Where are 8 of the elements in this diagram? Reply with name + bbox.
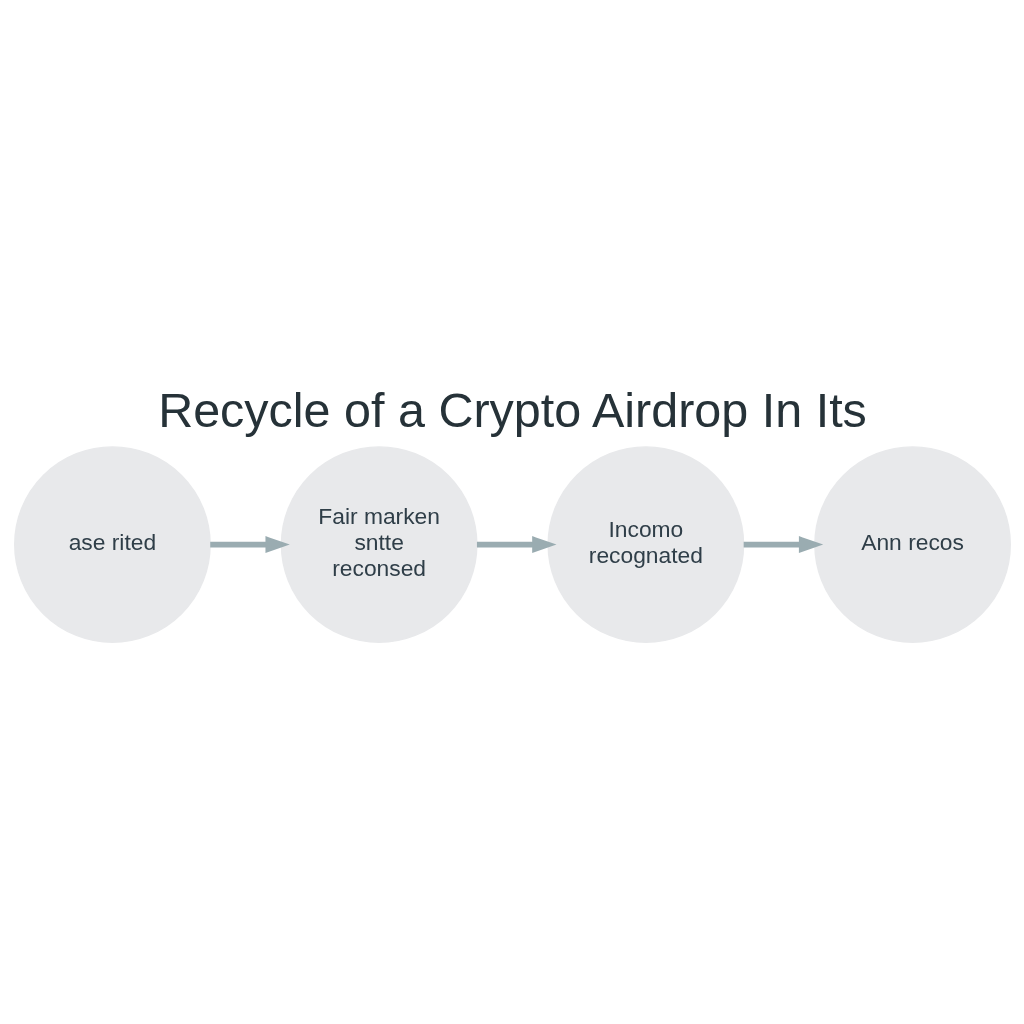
arrow [209, 535, 290, 553]
node-circle: ase rited [13, 445, 211, 643]
node-circle: Fair marken sntte reconsed [280, 445, 478, 643]
arrow [476, 535, 556, 553]
diagram-title: Recycle of a Crypto Airdrop In Its [157, 382, 867, 437]
arrow [743, 535, 823, 553]
node-circle: Ann recos [813, 445, 1011, 643]
node-circle: Incomo recognated [546, 445, 744, 643]
